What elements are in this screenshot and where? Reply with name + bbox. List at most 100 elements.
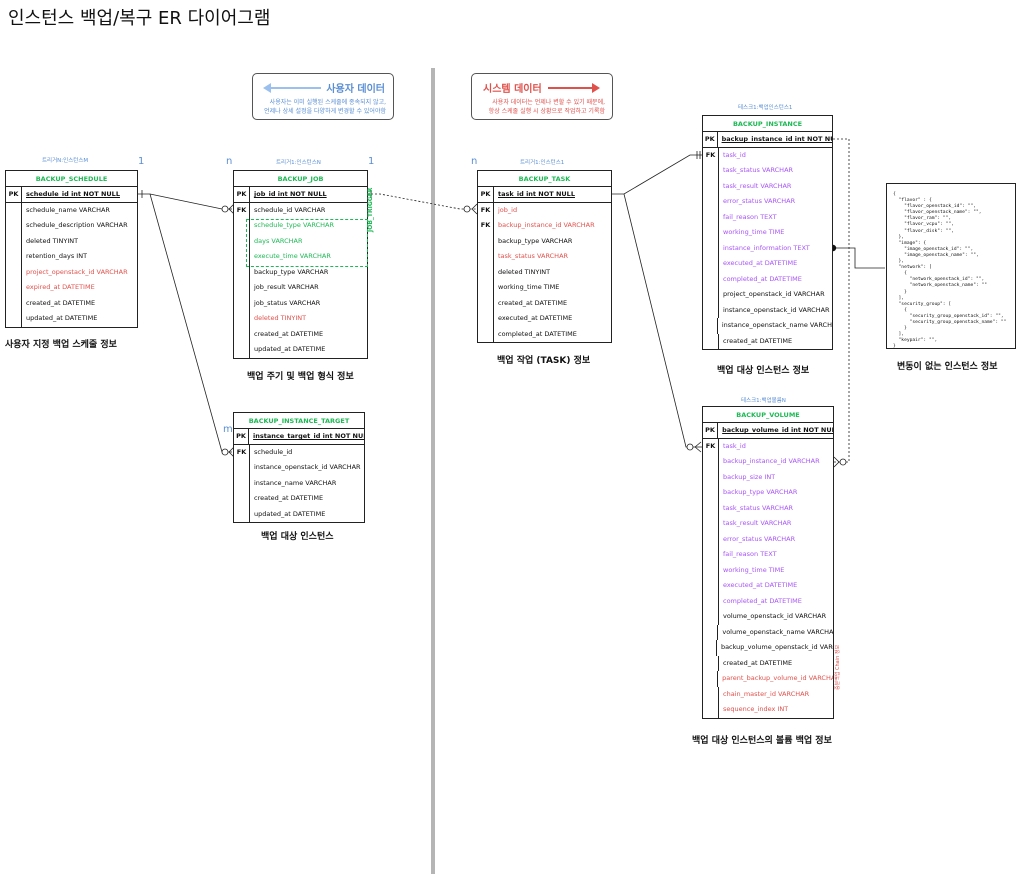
key-cell <box>6 249 22 265</box>
table-row: backup_type VARCHAR <box>234 264 367 280</box>
table-header: BACKUP_VOLUME <box>703 407 833 423</box>
table-row: created_at DATETIME <box>234 491 364 507</box>
field-cell: deleted TINYINT <box>254 314 307 322</box>
key-cell <box>478 311 494 327</box>
table-row: instance_information TEXT <box>703 240 832 256</box>
key-cell <box>234 218 250 234</box>
table-row: backup_volume_openstack_id VARCHAR <box>703 640 833 656</box>
table-row: deleted TINYINT <box>234 311 367 327</box>
system-data-description: 사용자 데이터는 언제나 변할 수 있기 때문에, 항상 스케줄 실행 시 상황… <box>488 99 605 115</box>
field-cell: project_openstack_id VARCHAR <box>723 290 825 298</box>
field-cell: created_at DATETIME <box>498 298 568 307</box>
key-cell <box>703 209 719 225</box>
field-cell: task_id int NOT NULL <box>498 190 575 198</box>
field-cell: updated_at DATETIME <box>254 509 326 518</box>
field-cell: created_at DATETIME <box>254 494 324 502</box>
task-annotation: 트리거1:인스턴스1 <box>520 160 565 166</box>
table-row: updated_at DATETIME <box>6 311 137 327</box>
json-caption: 변동이 없는 인스턴스 정보 <box>897 362 998 372</box>
field-cell: created_at DATETIME <box>723 336 793 345</box>
key-cell <box>234 295 250 311</box>
job-cardinality-left: n <box>226 156 233 167</box>
field-cell: job_id <box>498 205 518 214</box>
user-data-description: 사용자는 이미 실행된 스케줄에 종속되지 않고, 언제나 상세 설정을 다양하… <box>264 99 386 115</box>
table-row: updated_at DATETIME <box>234 342 367 358</box>
field-cell: working_time TIME <box>723 565 785 574</box>
field-cell: task_status VARCHAR <box>723 503 794 512</box>
key-cell <box>703 609 719 625</box>
key-cell <box>703 256 719 272</box>
key-cell <box>234 233 250 249</box>
table-row: backup_type VARCHAR <box>703 485 833 501</box>
field-cell: task_result VARCHAR <box>723 519 792 527</box>
field-cell: backup_type VARCHAR <box>498 236 573 245</box>
key-cell: PK <box>234 187 250 202</box>
field-cell: instance_openstack_id VARCHAR <box>254 463 361 471</box>
field-cell: task_id <box>723 441 746 450</box>
table-row: backup_type VARCHAR <box>478 233 611 249</box>
key-cell <box>6 280 22 296</box>
table-row: working_time TIME <box>703 225 832 241</box>
key-cell <box>6 233 22 249</box>
key-cell <box>478 280 494 296</box>
table-row: chain_master_id VARCHAR <box>703 686 833 702</box>
table-row: executed_at DATETIME <box>703 578 833 594</box>
field-cell: backup_instance_id VARCHAR <box>723 457 820 465</box>
table-row: completed_at DATETIME <box>478 326 611 342</box>
key-cell: FK <box>234 202 250 218</box>
table-row: executed_at DATETIME <box>703 256 832 272</box>
key-cell <box>703 240 719 256</box>
relation-job-task <box>367 193 476 210</box>
table-row: error_status VARCHAR <box>703 194 832 210</box>
field-cell: instance_name VARCHAR <box>254 478 337 487</box>
table-row: fail_reason TEXT <box>703 209 832 225</box>
key-cell: FK <box>703 438 719 454</box>
key-cell <box>703 287 719 303</box>
table-row: executed_at DATETIME <box>478 311 611 327</box>
table-header: BACKUP_INSTANCE <box>703 116 832 132</box>
key-cell <box>703 271 719 287</box>
key-cell <box>703 454 719 470</box>
relation-instance-json <box>833 247 885 269</box>
table-header: BACKUP_INSTANCE_TARGET <box>234 413 364 429</box>
field-cell: schedule_type VARCHAR <box>254 221 335 229</box>
schedule-caption: 사용자 지정 백업 스케줄 정보 <box>5 340 117 350</box>
key-cell <box>6 295 22 311</box>
table-row: deleted TINYINT <box>478 264 611 280</box>
field-cell: schedule_id int NOT NULL <box>26 190 120 198</box>
table-row: instance_openstack_id VARCHAR <box>703 302 832 318</box>
key-cell <box>703 547 719 563</box>
table-row: task_result VARCHAR <box>703 178 832 194</box>
field-cell: instance_target_id int NOT NULL <box>253 432 364 440</box>
table-row: FK task_id <box>703 438 833 454</box>
table-row: project_openstack_id VARCHAR <box>703 287 832 303</box>
table-row: instance_name VARCHAR <box>234 475 364 491</box>
table-row: job_status VARCHAR <box>234 295 367 311</box>
table-row: working_time TIME <box>478 280 611 296</box>
table-row: retention_days INT <box>6 249 137 265</box>
key-cell <box>703 640 717 656</box>
key-cell: PK <box>703 132 718 147</box>
key-cell <box>703 469 719 485</box>
field-cell: backup_instance_id VARCHAR <box>498 221 595 229</box>
field-cell: backup_type VARCHAR <box>254 267 329 276</box>
table-row: created_at DATETIME <box>703 655 833 671</box>
table-row: volume_openstack_name VARCHAR <box>703 624 833 640</box>
field-cell: completed_at DATETIME <box>723 596 802 605</box>
table-row: deleted TINYINT <box>6 233 137 249</box>
key-cell <box>703 686 719 702</box>
key-cell <box>703 225 719 241</box>
field-cell: backup_type VARCHAR <box>723 488 798 496</box>
key-cell <box>703 562 719 578</box>
key-cell <box>703 500 719 516</box>
field-cell: schedule_name VARCHAR <box>26 205 110 214</box>
table-row: completed_at DATETIME <box>703 271 832 287</box>
